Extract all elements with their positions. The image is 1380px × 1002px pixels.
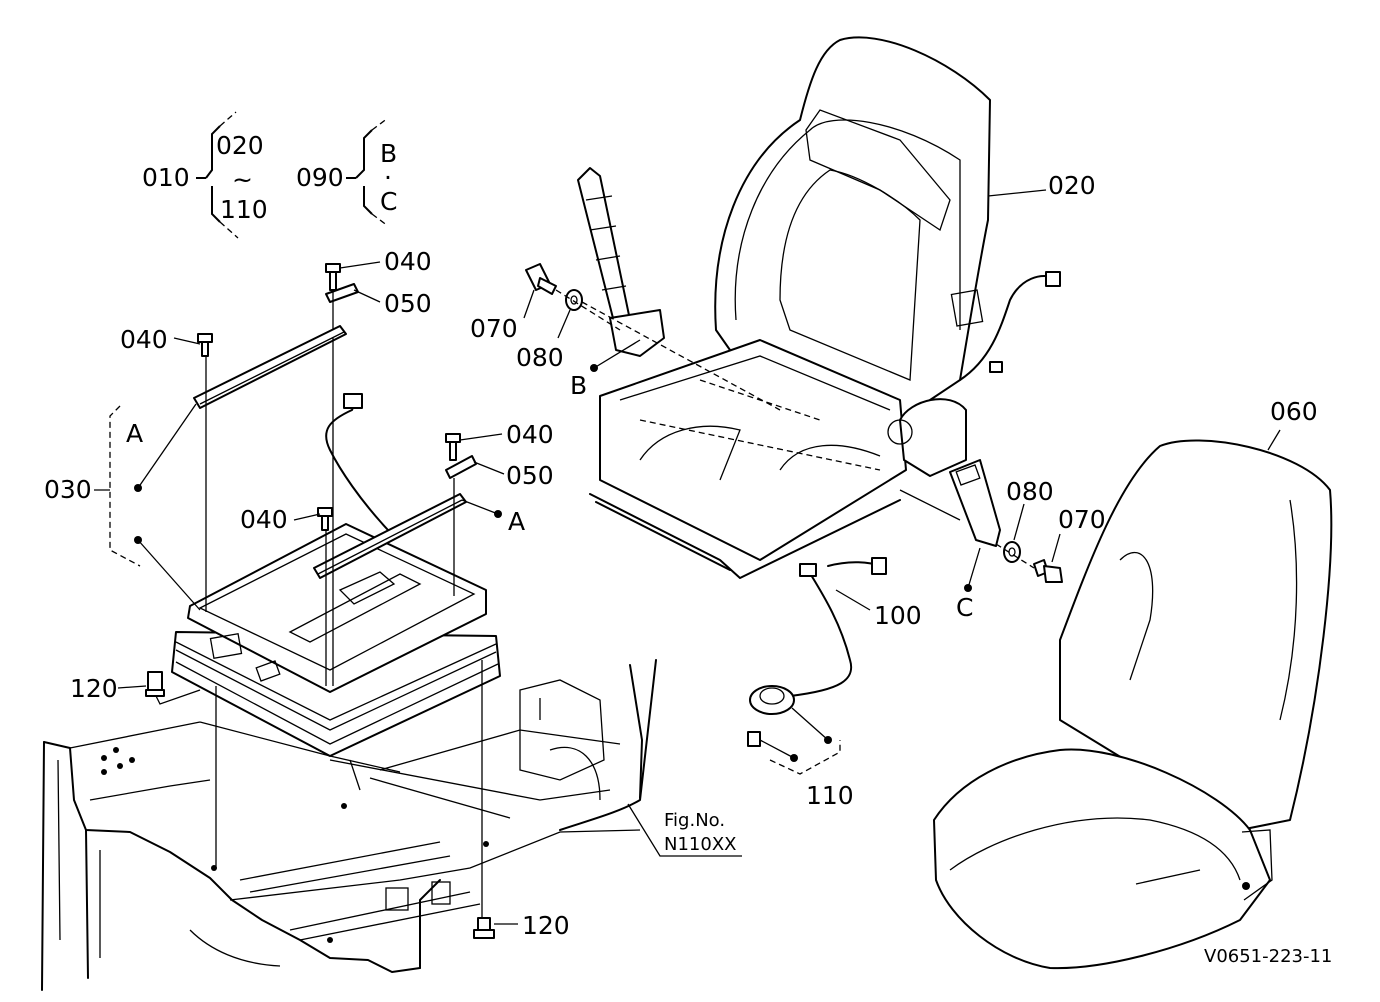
legend-group-b: C xyxy=(380,187,397,216)
callout-060: 060 xyxy=(1270,397,1318,426)
legend-group-no: 090 xyxy=(296,163,344,192)
ref-a-label-left: A xyxy=(126,419,143,448)
callout-080-lower: 080 xyxy=(1006,477,1054,506)
callout-050-right: 050 xyxy=(506,461,554,490)
seat-suspension-drawing xyxy=(171,523,501,757)
figure-reference: Fig.No. N110XX xyxy=(664,810,736,855)
legend-assembly: 010 020 ~ 110 xyxy=(142,111,268,239)
harness-100 xyxy=(789,557,887,697)
callout-020: 020 xyxy=(1048,171,1096,200)
callout-050-top: 050 xyxy=(384,289,432,318)
recline-lever xyxy=(950,289,984,327)
ref-b-label: B xyxy=(570,371,587,400)
bolt-040-2 xyxy=(197,333,213,357)
legend-range-start: 020 xyxy=(216,131,264,160)
backrest xyxy=(714,36,991,421)
cover-backrest xyxy=(1059,439,1333,831)
ref-a-bracket xyxy=(109,403,502,611)
bolt-120-lower xyxy=(473,917,495,939)
legend-range-end: 110 xyxy=(220,195,268,224)
callout-110: 110 xyxy=(806,781,854,810)
pin-050-2 xyxy=(445,455,477,479)
bolt-070-lower xyxy=(1033,559,1063,583)
legend-range-tilde: ~ xyxy=(232,165,253,194)
legend-group-sep: · xyxy=(384,163,392,192)
callout-120-upper: 120 xyxy=(70,674,118,703)
callout-030: 030 xyxy=(44,475,92,504)
seat-harness xyxy=(959,275,1061,381)
seat-belt-b xyxy=(577,167,665,357)
callout-040-right: 040 xyxy=(506,420,554,449)
seat-cushion xyxy=(599,339,907,561)
cover-cushion xyxy=(933,748,1271,970)
suspension-harness xyxy=(325,399,389,531)
operator-seat-drawing xyxy=(589,36,1061,579)
legend-group-a: B xyxy=(380,139,397,168)
figure-ref-line2: N110XX xyxy=(664,834,736,855)
callout-040-top: 040 xyxy=(384,247,432,276)
bolt-040-4 xyxy=(317,507,333,531)
callout-labels: 020 030 040 040 040 040 050 050 060 070 … xyxy=(44,171,1318,940)
bolt-070-upper xyxy=(525,263,557,295)
callout-100: 100 xyxy=(874,601,922,630)
bolt-120-upper xyxy=(145,671,165,697)
legend-assembly-no: 010 xyxy=(142,163,190,192)
callout-070-lower: 070 xyxy=(1058,505,1106,534)
seat-switch-110 xyxy=(747,685,841,775)
seat-cover-drawing xyxy=(933,439,1333,970)
washer-080-upper xyxy=(565,289,583,311)
drawing-code: V0651-223-11 xyxy=(1204,946,1332,967)
callout-120-lower: 120 xyxy=(522,911,570,940)
bolt-040-1 xyxy=(325,263,341,291)
callout-040-center: 040 xyxy=(240,505,288,534)
ref-a-label-right: A xyxy=(508,507,525,536)
seat-belt-c xyxy=(899,459,1001,547)
bolt-040-3 xyxy=(445,433,461,461)
washer-080-lower xyxy=(1003,541,1021,563)
callout-040-left: 040 xyxy=(120,325,168,354)
ref-c-label: C xyxy=(956,593,973,622)
callout-080-upper: 080 xyxy=(516,343,564,372)
legend-bracket xyxy=(196,125,221,223)
armrest-pivot xyxy=(899,398,967,477)
legend-group: 090 B · C xyxy=(296,117,397,227)
cab-floor-drawing xyxy=(41,659,657,991)
figure-ref-line1: Fig.No. xyxy=(664,810,725,831)
leader-lines xyxy=(94,189,1281,925)
callout-070-upper: 070 xyxy=(470,314,518,343)
